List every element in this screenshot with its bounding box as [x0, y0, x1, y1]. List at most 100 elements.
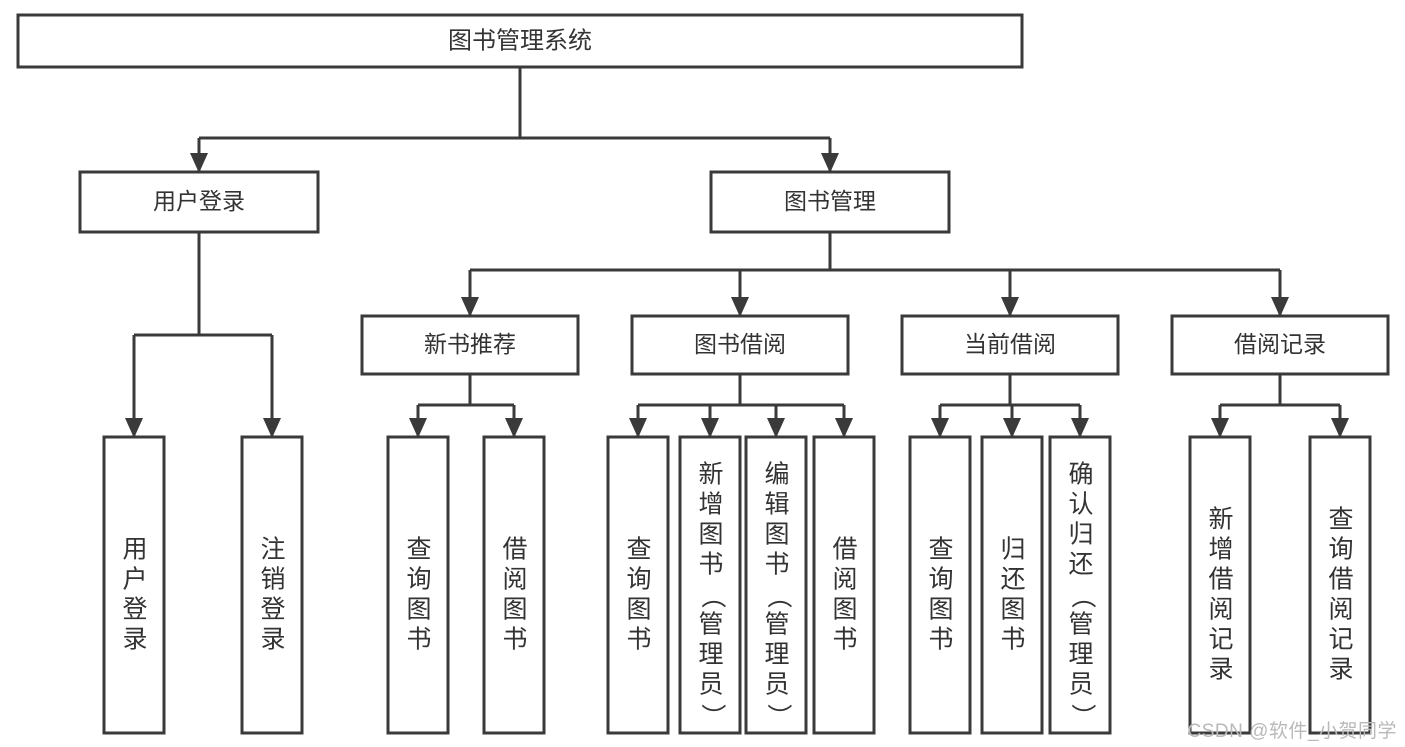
leaf-label-char: 录	[260, 626, 285, 654]
borrow-record-arrow-0	[1211, 418, 1229, 438]
node-borrow-record[interactable]: 借阅记录	[1170, 314, 1390, 376]
leaf-label-char: 还	[1000, 566, 1025, 594]
leaf-label-char: 图	[928, 596, 953, 624]
leaf-label-char: 录	[122, 626, 147, 654]
leaf-label-char: 确	[1068, 461, 1093, 489]
leaf-label-char: 图	[502, 596, 527, 624]
leaf-label-char: 借	[832, 536, 857, 564]
leaf-label-char: 归	[1000, 536, 1025, 564]
current-borrow-arrow-0	[931, 418, 949, 438]
book-manage-arrow-3	[1271, 297, 1289, 317]
new-book-recommend-arrow-0	[409, 418, 427, 438]
node-root[interactable]: 图书管理系统	[16, 13, 1024, 69]
leaf-label-char: 书	[928, 626, 953, 654]
node-label-new-book-recommend: 新书推荐	[424, 331, 516, 357]
leaf-label-char: 员	[764, 671, 789, 699]
leaf-label-char: 借	[1208, 566, 1233, 594]
leaf-box-borrow-book	[812, 435, 876, 735]
leaf-label-char: 认	[1068, 491, 1093, 519]
leaf-label-char: 阅	[1208, 596, 1233, 624]
leaf-label-char: 询	[626, 566, 651, 594]
node-label-user-login: 用户登录	[153, 188, 245, 214]
leaf-label-char: （	[698, 583, 726, 608]
leaf-label-char: ）	[764, 703, 792, 728]
node-box-current-borrow	[900, 314, 1120, 376]
book-borrow-arrow-0	[629, 418, 647, 438]
node-box-book-borrow	[630, 314, 850, 376]
leaf-label-char: 员	[1068, 671, 1093, 699]
leaf-label-char: ）	[1068, 703, 1096, 728]
leaf-label-char: 管	[1068, 611, 1093, 639]
root-arrow-1	[821, 153, 839, 173]
leaf-label-char: 图	[832, 596, 857, 624]
leaf-label-char: 登	[122, 596, 147, 624]
node-book-manage[interactable]: 图书管理	[709, 170, 951, 234]
leaf-label-char: 书	[502, 626, 527, 654]
node-label-borrow-record: 借阅记录	[1234, 331, 1326, 357]
node-current-borrow[interactable]: 当前借阅	[900, 314, 1120, 376]
new-book-recommend-arrow-1	[505, 418, 523, 438]
leaf-label-char: 书	[406, 626, 431, 654]
leaf-user-login[interactable]: 用户登录	[102, 435, 166, 735]
leaf-label-char: 理	[764, 641, 789, 669]
user-login-arrow-1	[263, 418, 281, 438]
leaf-label-char: 询	[406, 566, 431, 594]
leaf-label-char: 用	[122, 536, 147, 564]
book-manage-arrow-0	[461, 297, 479, 317]
leaf-box-borrow-book-rec	[482, 435, 546, 735]
leaf-label-char: 员	[698, 671, 723, 699]
leaf-label-char: 归	[1068, 521, 1093, 549]
leaf-label-char: 理	[698, 641, 723, 669]
leaf-label-char: 借	[502, 536, 527, 564]
book-manage-arrow-2	[1001, 297, 1019, 317]
leaf-label-char: 户	[122, 566, 147, 594]
leaf-label-char: 管	[764, 611, 789, 639]
leaf-label-char: （	[1068, 583, 1096, 608]
leaf-label-char: 书	[698, 551, 723, 579]
leaf-label-char: 图	[698, 521, 723, 549]
node-box-borrow-record	[1170, 314, 1390, 376]
leaf-label-char: ）	[698, 703, 726, 728]
node-user-login[interactable]: 用户登录	[78, 170, 320, 234]
leaf-label-char: 还	[1068, 551, 1093, 579]
leaf-label-char: 增	[698, 491, 723, 519]
leaf-label-char: 销	[260, 566, 285, 594]
leaf-label-char: 询	[1328, 536, 1353, 564]
leaf-label-char: 录	[1208, 656, 1233, 684]
borrow-record-arrow-1	[1331, 418, 1349, 438]
leaf-box-query-book-borrow	[606, 435, 670, 735]
leaf-box-query-book-current	[908, 435, 972, 735]
leaf-label-char: 查	[928, 536, 953, 564]
leaf-box-user-logout	[240, 435, 304, 735]
node-new-book-recommend[interactable]: 新书推荐	[360, 314, 580, 376]
leaf-box-query-borrow-record	[1308, 435, 1372, 735]
leaf-label-char: 登	[260, 596, 285, 624]
leaf-label-char: 新	[1208, 506, 1233, 534]
node-book-borrow[interactable]: 图书借阅	[630, 314, 850, 376]
node-box-book-manage	[709, 170, 951, 234]
node-label-current-borrow: 当前借阅	[964, 331, 1056, 357]
leaf-label-char: 录	[1328, 656, 1353, 684]
leaf-box-query-book-rec	[386, 435, 450, 735]
leaf-label-char: 书	[832, 626, 857, 654]
user-login-arrow-0	[125, 418, 143, 438]
leaf-box-add-borrow-record	[1188, 435, 1252, 735]
leaf-label-char: 新	[698, 461, 723, 489]
leaf-label-char: 阅	[832, 566, 857, 594]
leaf-label-char: 理	[1068, 641, 1093, 669]
nodes-layer: 图书管理系统用户登录图书管理新书推荐图书借阅当前借阅借阅记录用户登录注销登录查询…	[16, 13, 1390, 735]
